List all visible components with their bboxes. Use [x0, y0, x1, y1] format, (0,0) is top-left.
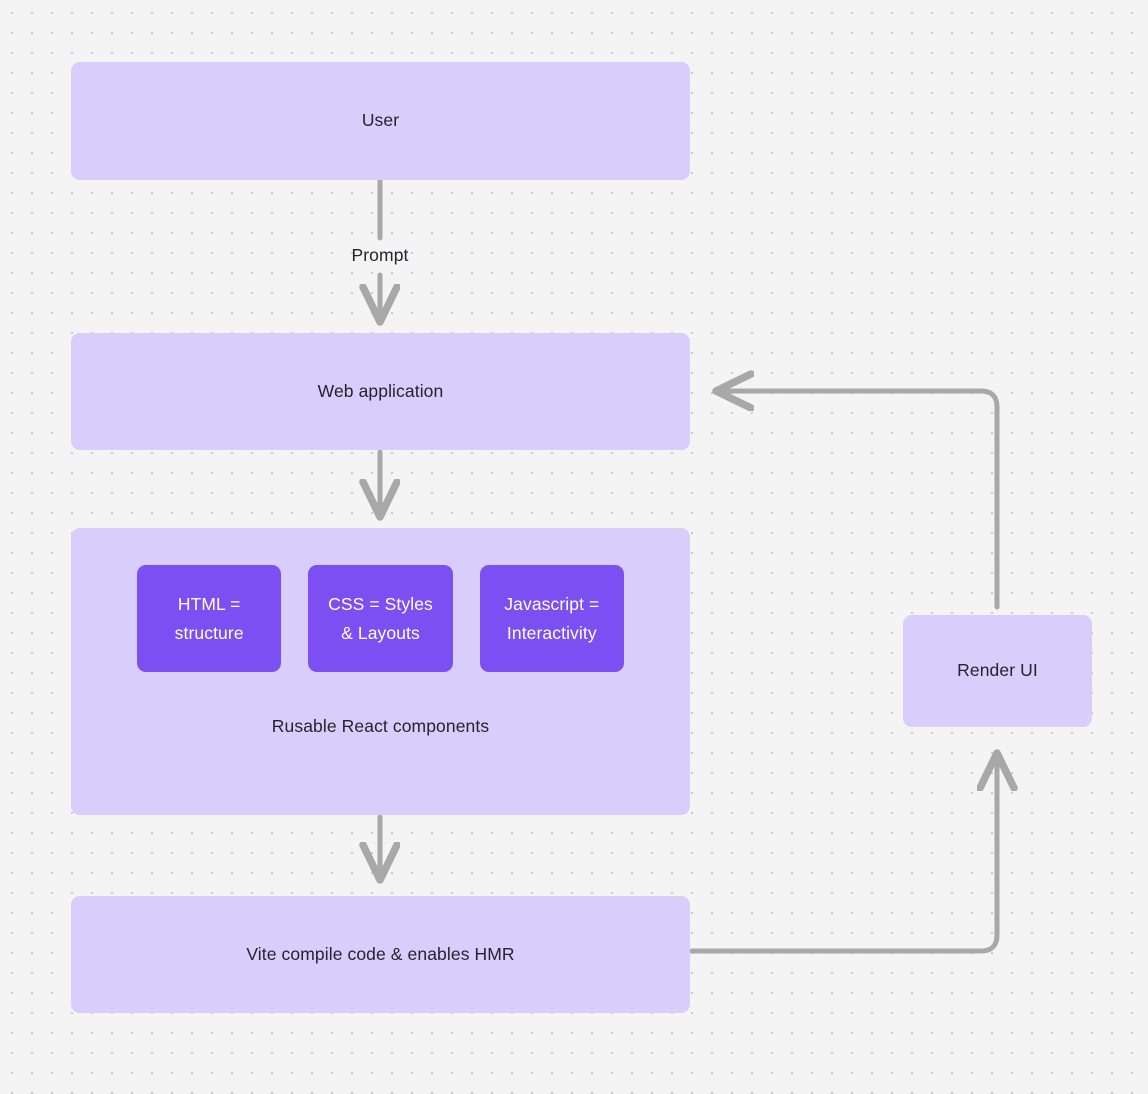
chip-css-label: CSS = Styles & Layouts [328, 590, 433, 648]
node-web-application[interactable]: Web application [71, 333, 690, 450]
components-caption: Rusable React components [271, 716, 490, 736]
chip-javascript-label: Javascript = Interactivity [504, 590, 599, 648]
node-components-group[interactable]: HTML = structure CSS = Styles & Layouts … [71, 528, 690, 815]
node-render-ui-label: Render UI [957, 660, 1038, 681]
chip-html-label: HTML = structure [175, 590, 244, 648]
chip-css[interactable]: CSS = Styles & Layouts [308, 565, 453, 672]
node-render-ui[interactable]: Render UI [903, 615, 1092, 727]
chip-css-line2: & Layouts [341, 622, 420, 643]
chip-javascript[interactable]: Javascript = Interactivity [479, 565, 624, 672]
node-vite-label: Vite compile code & enables HMR [246, 943, 515, 964]
node-vite[interactable]: Vite compile code & enables HMR [71, 896, 690, 1013]
chip-css-line1: CSS = Styles [328, 593, 433, 614]
chip-row: HTML = structure CSS = Styles & Layouts … [137, 565, 624, 672]
chip-javascript-line1: Javascript = [504, 593, 600, 614]
node-web-application-label: Web application [317, 380, 444, 401]
chip-javascript-line2: Interactivity [506, 622, 597, 643]
chip-html-line1: HTML = [177, 593, 241, 614]
node-user[interactable]: User [71, 62, 690, 180]
chip-html[interactable]: HTML = structure [137, 565, 282, 672]
chip-html-line2: structure [174, 622, 244, 643]
edge-render-to-webapp [718, 391, 1000, 610]
node-user-label: User [361, 110, 400, 131]
edge-label-prompt: Prompt [351, 245, 409, 265]
edge-vite-to-render [689, 755, 997, 954]
